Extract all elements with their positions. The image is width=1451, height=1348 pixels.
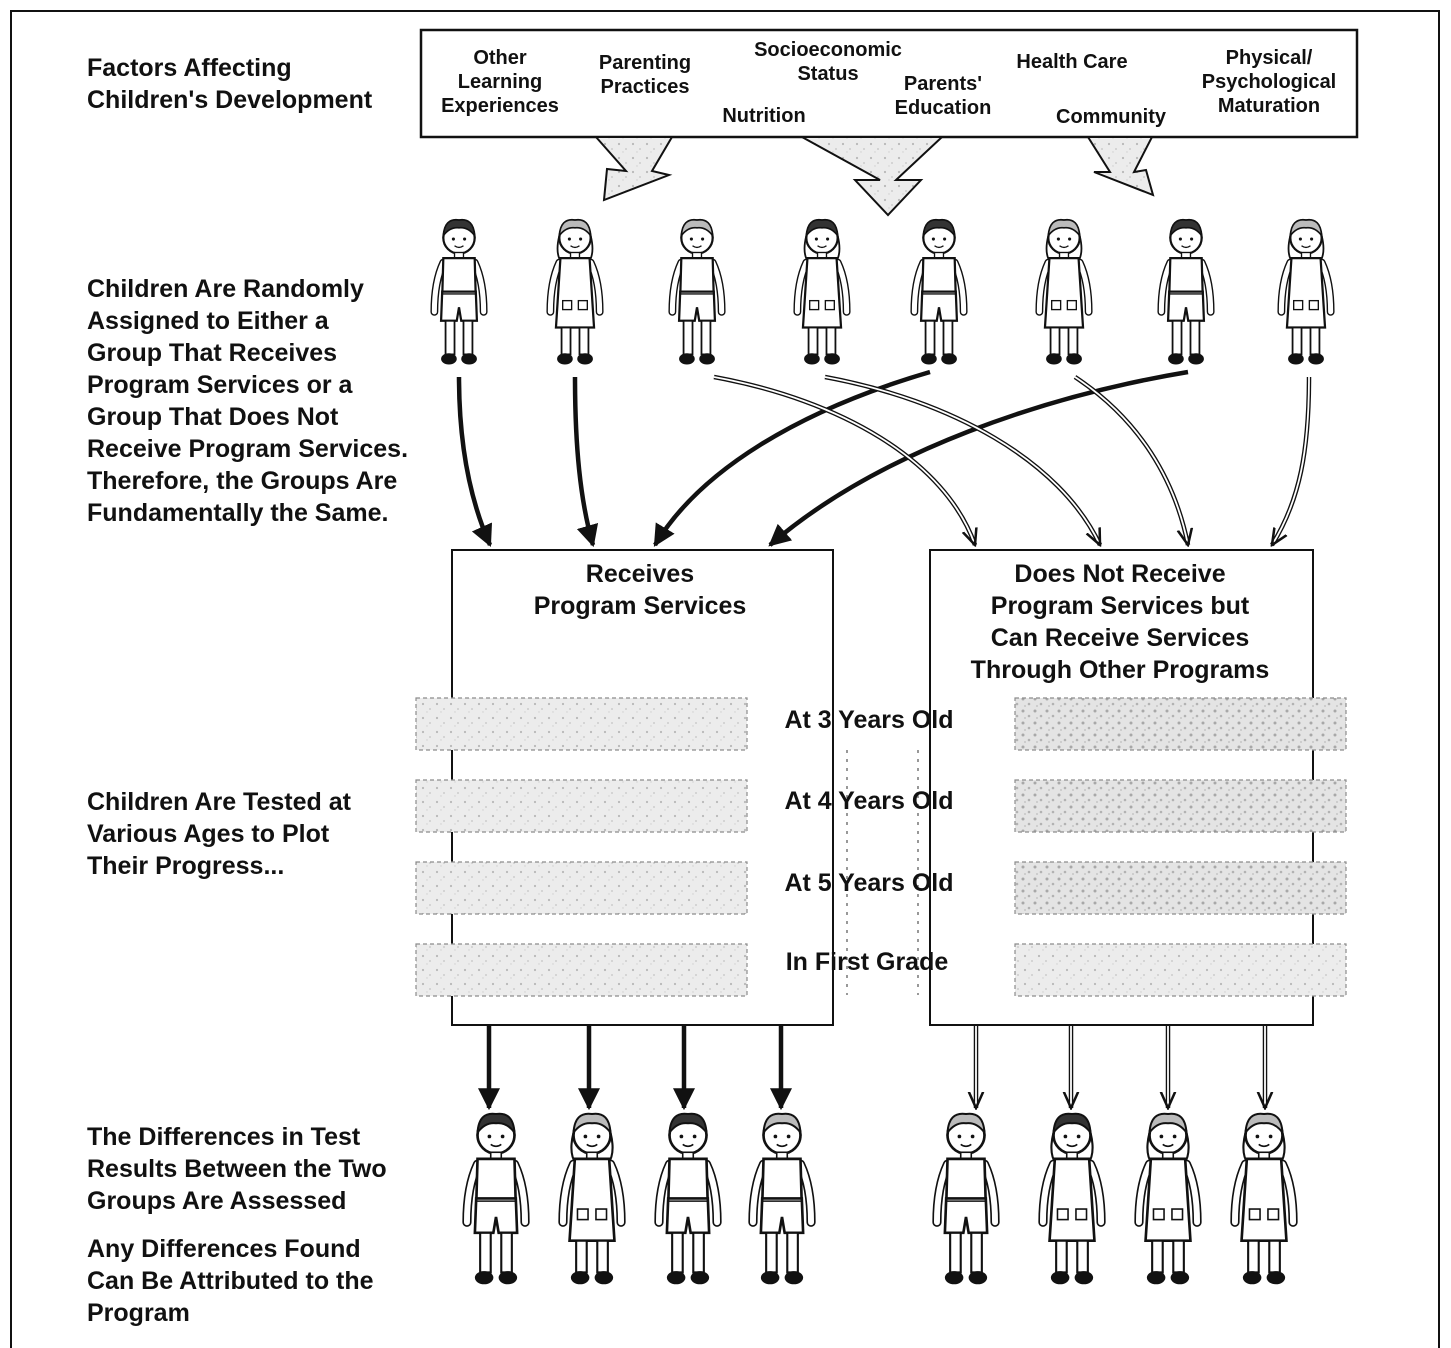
factor-line: Education bbox=[894, 97, 992, 119]
label-line: Groups Are Assessed bbox=[87, 1187, 347, 1215]
factor-line: Socioeconomic bbox=[754, 39, 902, 61]
label-line: Results Between the Two bbox=[87, 1155, 387, 1183]
label-line: Program bbox=[87, 1299, 190, 1327]
label-attribution: Any Differences Found Can Be Attributed … bbox=[87, 1233, 374, 1329]
test-label-3yrs: At 3 Years Old bbox=[784, 706, 954, 734]
factor-line: Community bbox=[1056, 106, 1166, 128]
factor-parents-education: Parents' Education bbox=[895, 72, 992, 120]
test-band-control-first-grade bbox=[1014, 943, 1347, 997]
test-band-program-4yrs bbox=[415, 779, 748, 833]
factor-line: Parenting bbox=[598, 52, 692, 74]
label-line: Factors Affecting bbox=[87, 54, 292, 82]
label-line: Receive Program Services. bbox=[87, 435, 409, 463]
factor-line: Status bbox=[797, 63, 859, 85]
assign-arrow-control-core bbox=[1074, 376, 1188, 545]
label-line: Their Progress... bbox=[87, 852, 285, 880]
boy-figure bbox=[430, 218, 488, 365]
test-band-control-5yrs bbox=[1014, 861, 1347, 915]
assign-arrow-program bbox=[768, 369, 1189, 547]
program-group-title: Receives Program Services bbox=[534, 558, 747, 622]
assign-arrow-control-core bbox=[1272, 376, 1310, 545]
label-line: Program Services or a bbox=[87, 371, 353, 399]
test-band-program-5yrs bbox=[415, 861, 748, 915]
control-group-title: Does Not Receive Program Services but Ca… bbox=[971, 558, 1270, 686]
title-line: Can Receive Services bbox=[990, 624, 1250, 652]
factor-community: Community bbox=[1056, 105, 1166, 129]
factor-line: Health Care bbox=[1016, 51, 1128, 73]
title-line: Receives bbox=[585, 560, 695, 588]
diagram-frame bbox=[10, 10, 1440, 1348]
test-label-5yrs: At 5 Years Old bbox=[784, 869, 954, 897]
label-line: Group That Does Not bbox=[87, 403, 339, 431]
assign-arrow-program bbox=[456, 376, 493, 548]
factor-physical-maturation: Physical/ Psychological Maturation bbox=[1202, 46, 1337, 118]
label-line: Therefore, the Groups Are bbox=[87, 467, 398, 495]
label-differences: The Differences in Test Results Between … bbox=[87, 1121, 387, 1217]
bottom-children-row bbox=[462, 1112, 1298, 1285]
test-band-program-3yrs bbox=[415, 697, 748, 751]
label-line: Children's Development bbox=[87, 86, 373, 114]
boy-figure bbox=[1157, 218, 1215, 365]
girl-figure bbox=[1277, 218, 1335, 365]
factor-line: Learning bbox=[457, 71, 543, 93]
boy-figure bbox=[462, 1112, 530, 1285]
factors-box bbox=[419, 28, 1359, 139]
factor-line: Nutrition bbox=[722, 105, 806, 127]
factor-parenting-practices: Parenting Practices bbox=[599, 51, 691, 99]
factor-line: Practices bbox=[600, 76, 690, 98]
girl-figure bbox=[1038, 1112, 1106, 1285]
test-label-first-grade: In First Grade bbox=[785, 948, 949, 976]
label-factors: Factors Affecting Children's Development bbox=[87, 52, 372, 116]
label-line: Fundamentally the Same. bbox=[87, 499, 389, 527]
label-line: The Differences in Test bbox=[87, 1123, 361, 1151]
boy-figure bbox=[654, 1112, 722, 1285]
factor-line: Experiences bbox=[441, 95, 559, 117]
top-children-row bbox=[430, 218, 1335, 365]
label-assignment: Children Are Randomly Assigned to Either… bbox=[87, 273, 408, 529]
boy-figure bbox=[748, 1112, 816, 1285]
boy-figure bbox=[910, 218, 968, 365]
girl-figure bbox=[793, 218, 851, 365]
boy-figure bbox=[932, 1112, 1000, 1285]
label-line: Can Be Attributed to the bbox=[87, 1267, 374, 1295]
factor-other-learning: Other Learning Experiences bbox=[441, 46, 559, 118]
girl-figure bbox=[1035, 218, 1093, 365]
girl-figure bbox=[1134, 1112, 1202, 1285]
title-line: Program Services bbox=[533, 592, 747, 620]
label-line: Children Are Tested at bbox=[87, 788, 351, 816]
factor-line: Other bbox=[473, 47, 527, 69]
assign-arrow-program bbox=[572, 376, 599, 548]
label-line: Various Ages to Plot bbox=[87, 820, 330, 848]
girl-figure bbox=[546, 218, 604, 365]
assign-arrow-control-core bbox=[713, 376, 975, 545]
factor-funnel-arrow-center bbox=[801, 136, 945, 217]
test-label-4yrs: At 4 Years Old bbox=[784, 787, 954, 815]
label-line: Any Differences Found bbox=[87, 1235, 361, 1263]
girl-figure bbox=[558, 1112, 626, 1285]
label-line: Children Are Randomly bbox=[87, 275, 364, 303]
title-line: Does Not Receive bbox=[1014, 560, 1226, 588]
factor-nutrition: Nutrition bbox=[722, 104, 805, 128]
assign-arrow-control bbox=[1073, 375, 1191, 546]
girl-figure bbox=[1230, 1112, 1298, 1285]
factor-funnel-arrow-left bbox=[593, 136, 674, 202]
factor-socioeconomic-status: Socioeconomic Status bbox=[754, 38, 902, 86]
factor-health-care: Health Care bbox=[1016, 50, 1127, 74]
assign-arrow-control-core bbox=[824, 376, 1100, 545]
title-line: Through Other Programs bbox=[970, 656, 1270, 684]
label-line: Group That Receives bbox=[87, 339, 338, 367]
factor-line: Maturation bbox=[1217, 95, 1321, 117]
test-band-control-4yrs bbox=[1014, 779, 1347, 833]
label-line: Assigned to Either a bbox=[87, 307, 329, 335]
factor-line: Psychological bbox=[1201, 71, 1337, 93]
title-line: Program Services but bbox=[990, 592, 1250, 620]
boy-figure bbox=[668, 218, 726, 365]
test-band-program-first-grade bbox=[415, 943, 748, 997]
label-testing: Children Are Tested at Various Ages to P… bbox=[87, 786, 351, 882]
test-band-control-3yrs bbox=[1014, 697, 1347, 751]
factor-line: Physical/ bbox=[1225, 47, 1313, 69]
factor-line: Parents' bbox=[903, 73, 983, 95]
factor-funnel-arrow-right bbox=[1086, 136, 1155, 197]
